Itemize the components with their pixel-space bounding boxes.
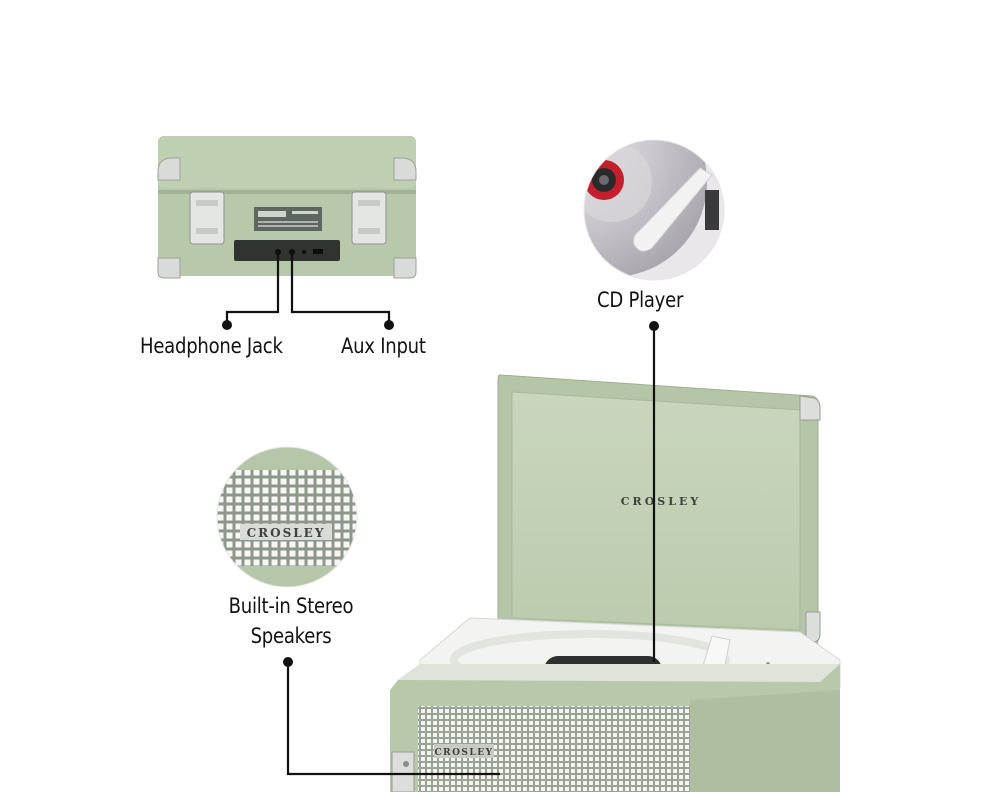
- cd-callout-dot: [649, 321, 659, 331]
- cd-player-inset: [584, 140, 724, 280]
- turntable-main: CROSLEY CROSLEY: [390, 374, 841, 792]
- speakers-callout-line: [286, 662, 500, 776]
- speaker-grill-inset: [217, 447, 357, 587]
- speaker-logo: CROSLEY: [247, 526, 326, 540]
- headphone-callout-dot: [222, 320, 232, 330]
- aux-callout-dot: [384, 320, 394, 330]
- headphone-jack-label: Headphone Jack: [140, 334, 283, 358]
- front-logo: CROSLEY: [434, 748, 493, 758]
- stereo-speakers-label-line1: Built-in Stereo: [228, 594, 354, 618]
- speakers-callout-dot: [283, 657, 293, 667]
- stereo-speakers-label-line2: Speakers: [250, 624, 332, 648]
- lid-logo: CROSLEY: [621, 495, 701, 508]
- stereo-speakers-label: Built-in Stereo Speakers: [209, 591, 372, 651]
- jack-callout-lines: [225, 252, 391, 325]
- aux-input-label: Aux Input: [341, 334, 426, 358]
- case-back-view: [157, 136, 417, 279]
- cd-player-label: CD Player: [597, 288, 684, 312]
